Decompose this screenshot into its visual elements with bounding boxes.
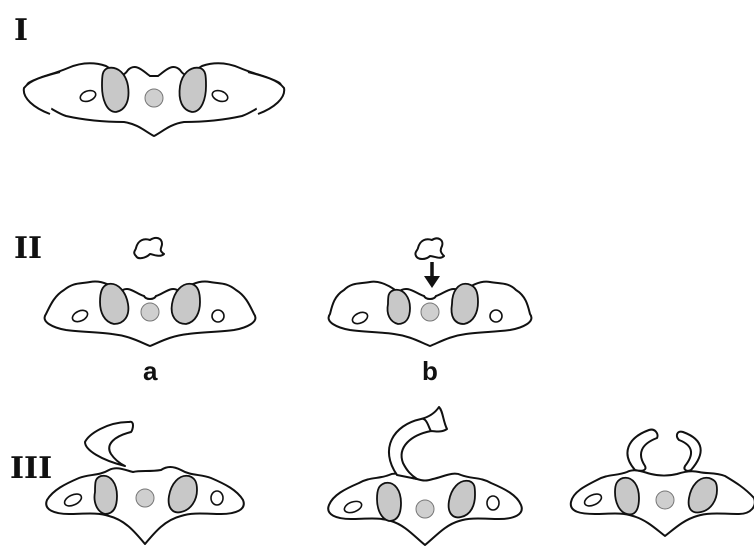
posterior-arch-left-half xyxy=(627,430,657,471)
posterior-tubercle-fragment xyxy=(415,238,444,259)
spinal-cord xyxy=(656,491,674,509)
lateral-mass-left xyxy=(387,290,410,324)
down-arrow-icon xyxy=(424,262,440,288)
posterior-tubercle-fragment xyxy=(134,238,164,258)
normal-atlas-figure xyxy=(24,63,284,136)
transverse-foramen-right xyxy=(487,496,499,510)
row-label-i: I xyxy=(14,13,28,48)
spinal-cord xyxy=(416,500,434,518)
posterior-arch-hook xyxy=(85,422,133,466)
atlas-figure-iia xyxy=(45,238,256,346)
spinal-cord xyxy=(145,89,163,107)
row-label-ii: II xyxy=(14,231,42,266)
spinal-cord xyxy=(141,303,159,321)
lateral-mass-left xyxy=(377,483,401,521)
spinal-cord xyxy=(136,489,154,507)
transverse-foramen-right xyxy=(490,310,502,322)
lateral-mass-right xyxy=(452,284,479,324)
lateral-mass-left xyxy=(94,476,117,514)
atlas-figure-iii-2 xyxy=(328,407,522,545)
sublabel-b: b xyxy=(422,356,438,386)
spinal-cord xyxy=(421,303,439,321)
atlas-figure-iii-1 xyxy=(46,422,244,544)
atlas-figure-iii-3 xyxy=(571,430,754,536)
posterior-arch-right-half xyxy=(677,432,701,471)
transverse-foramen-right xyxy=(212,310,224,322)
posterior-arch-c-shape xyxy=(389,407,447,479)
row-label-iii: III xyxy=(10,451,52,486)
sublabel-a: a xyxy=(143,356,158,386)
atlas-figure-iib xyxy=(329,238,532,346)
transverse-foramen-right xyxy=(211,491,223,505)
